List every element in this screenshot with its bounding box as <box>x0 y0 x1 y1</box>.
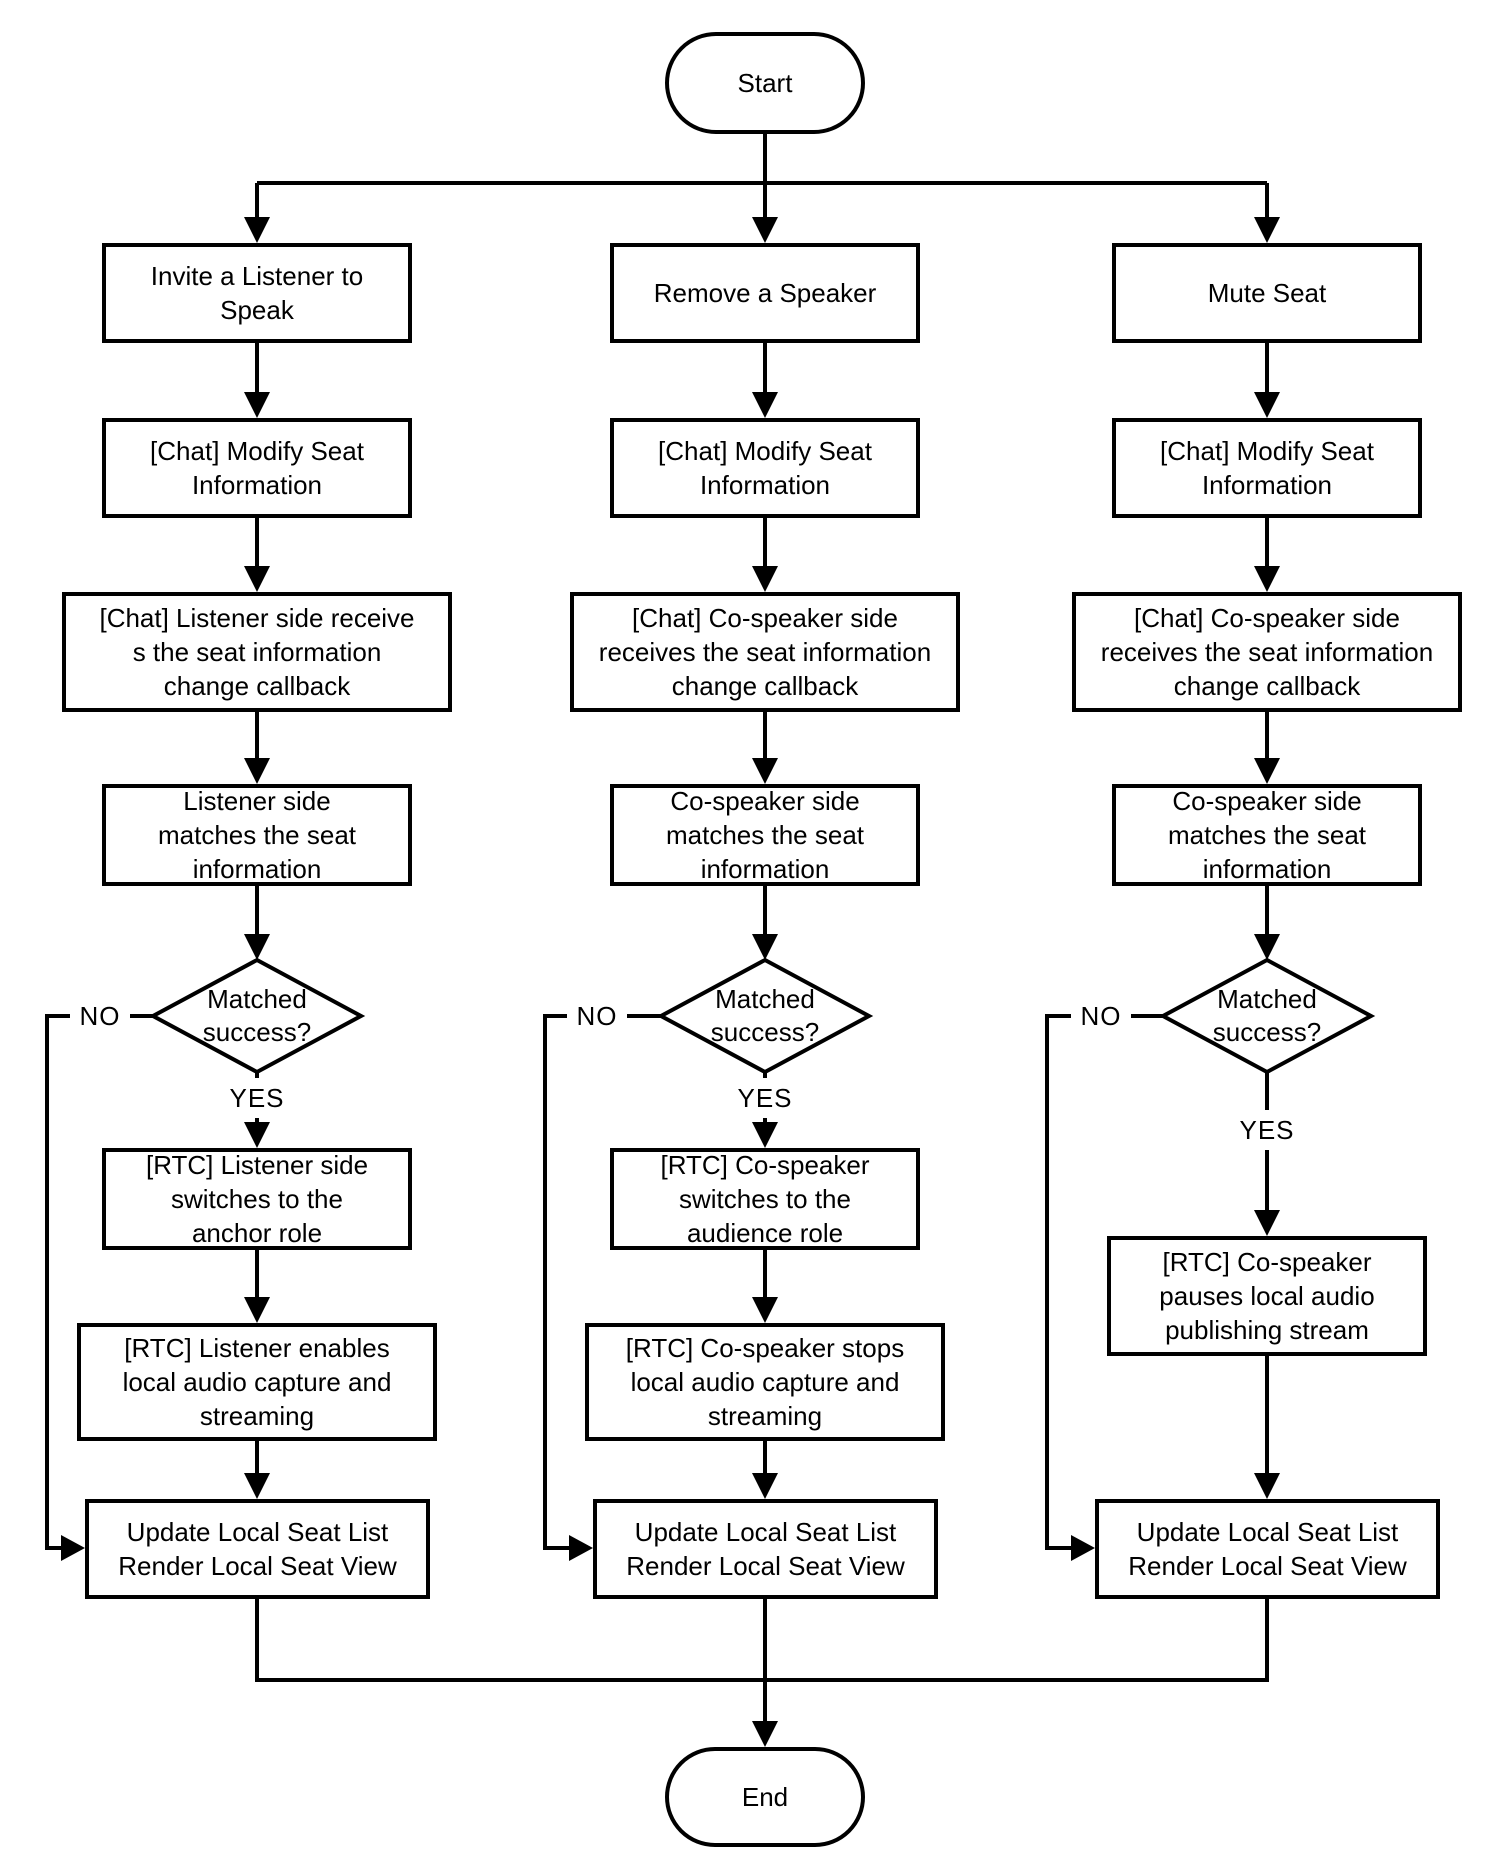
mute-decision-label: Matched success? <box>1212 984 1322 1047</box>
mute-receive-callback-box: [Chat] Co-speaker side receives the seat… <box>1072 592 1462 712</box>
mute-no-label: NO <box>1071 996 1131 1036</box>
remove-trigger-box: Remove a Speaker <box>610 243 920 343</box>
invite-receive-callback-box: [Chat] Listener side receive s the seat … <box>62 592 452 712</box>
remove-decision-label: Matched success? <box>710 984 820 1047</box>
start-node: Start <box>665 32 865 134</box>
invite-update-view-box: Update Local Seat List Render Local Seat… <box>85 1499 430 1599</box>
decision-diamond <box>1158 957 1376 1075</box>
remove-no-label: NO <box>567 996 627 1036</box>
invite-no-label: NO <box>70 996 130 1036</box>
decision-diamond <box>148 957 366 1075</box>
invite-match-seat-box: Listener side matches the seat informati… <box>102 784 412 886</box>
remove-yes-label: YES <box>725 1078 805 1118</box>
remove-chat-modify-box: [Chat] Modify Seat Information <box>610 418 920 518</box>
remove-rtc-audio-box: [RTC] Co-speaker stops local audio captu… <box>585 1323 945 1441</box>
invite-chat-modify-box: [Chat] Modify Seat Information <box>102 418 412 518</box>
remove-update-view-box: Update Local Seat List Render Local Seat… <box>593 1499 938 1599</box>
mute-update-view-box: Update Local Seat List Render Local Seat… <box>1095 1499 1440 1599</box>
decision-diamonds <box>148 957 1376 1075</box>
mute-trigger-box: Mute Seat <box>1112 243 1422 343</box>
remove-receive-callback-box: [Chat] Co-speaker side receives the seat… <box>570 592 960 712</box>
invite-yes-label: YES <box>217 1078 297 1118</box>
invite-rtc-audio-box: [RTC] Listener enables local audio captu… <box>77 1323 437 1441</box>
invite-rtc-switch-box: [RTC] Listener side switches to the anch… <box>102 1148 412 1250</box>
mute-chat-modify-box: [Chat] Modify Seat Information <box>1112 418 1422 518</box>
remove-match-seat-box: Co-speaker side matches the seat informa… <box>610 784 920 886</box>
flow-lines <box>45 134 1269 1723</box>
mute-match-seat-box: Co-speaker side matches the seat informa… <box>1112 784 1422 886</box>
decision-diamond <box>656 957 874 1075</box>
mute-rtc-audio-box: [RTC] Co-speaker pauses local audio publ… <box>1107 1236 1427 1356</box>
arrowheads <box>61 217 1280 1747</box>
invite-decision-label: Matched success? <box>202 984 312 1047</box>
mute-yes-label: YES <box>1227 1110 1307 1150</box>
end-node: End <box>665 1747 865 1847</box>
remove-rtc-switch-box: [RTC] Co-speaker switches to the audienc… <box>610 1148 920 1250</box>
invite-trigger-box: Invite a Listener to Speak <box>102 243 412 343</box>
